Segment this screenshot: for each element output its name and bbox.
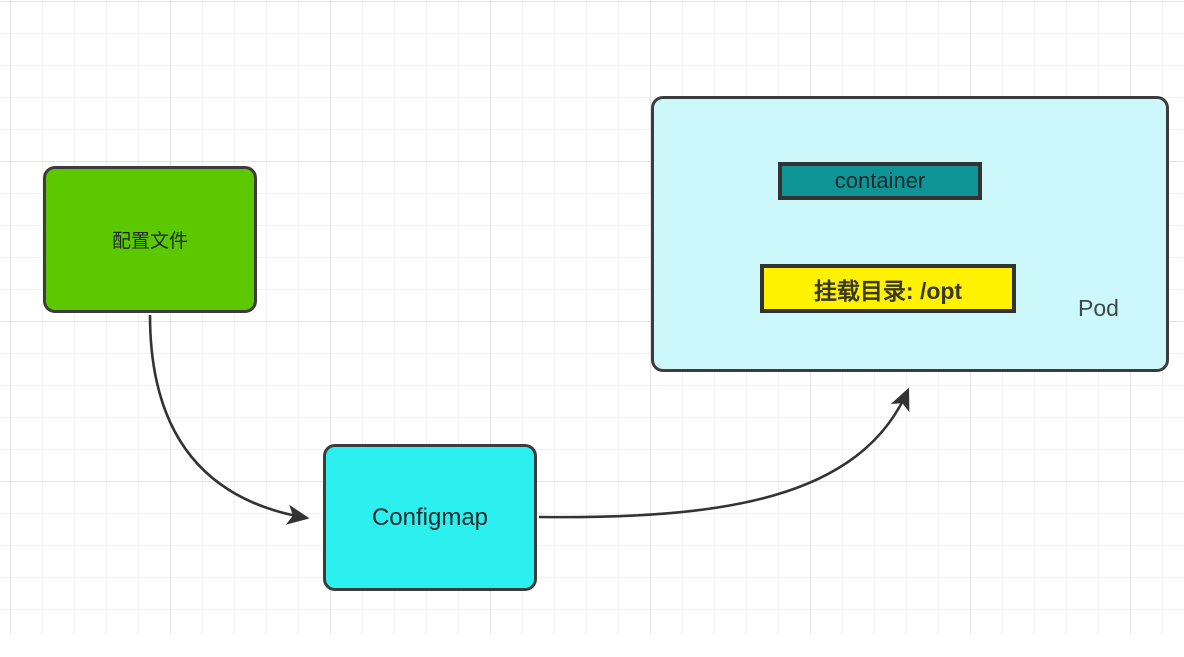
node-configmap[interactable]: Configmap <box>323 444 537 591</box>
node-mount-dir-label: 挂载目录: /opt <box>813 277 963 304</box>
node-container[interactable]: container <box>778 162 982 200</box>
node-pod[interactable]: container 挂载目录: /opt Pod <box>651 96 1169 372</box>
node-pod-label: Pod <box>1078 295 1119 321</box>
node-mount-dir[interactable]: 挂载目录: /opt <box>760 264 1016 313</box>
node-container-label: container <box>834 168 926 193</box>
node-config-file-label: 配置文件 <box>111 231 188 252</box>
node-config-file[interactable]: 配置文件 <box>43 166 257 313</box>
node-configmap-label: Configmap <box>371 503 489 531</box>
